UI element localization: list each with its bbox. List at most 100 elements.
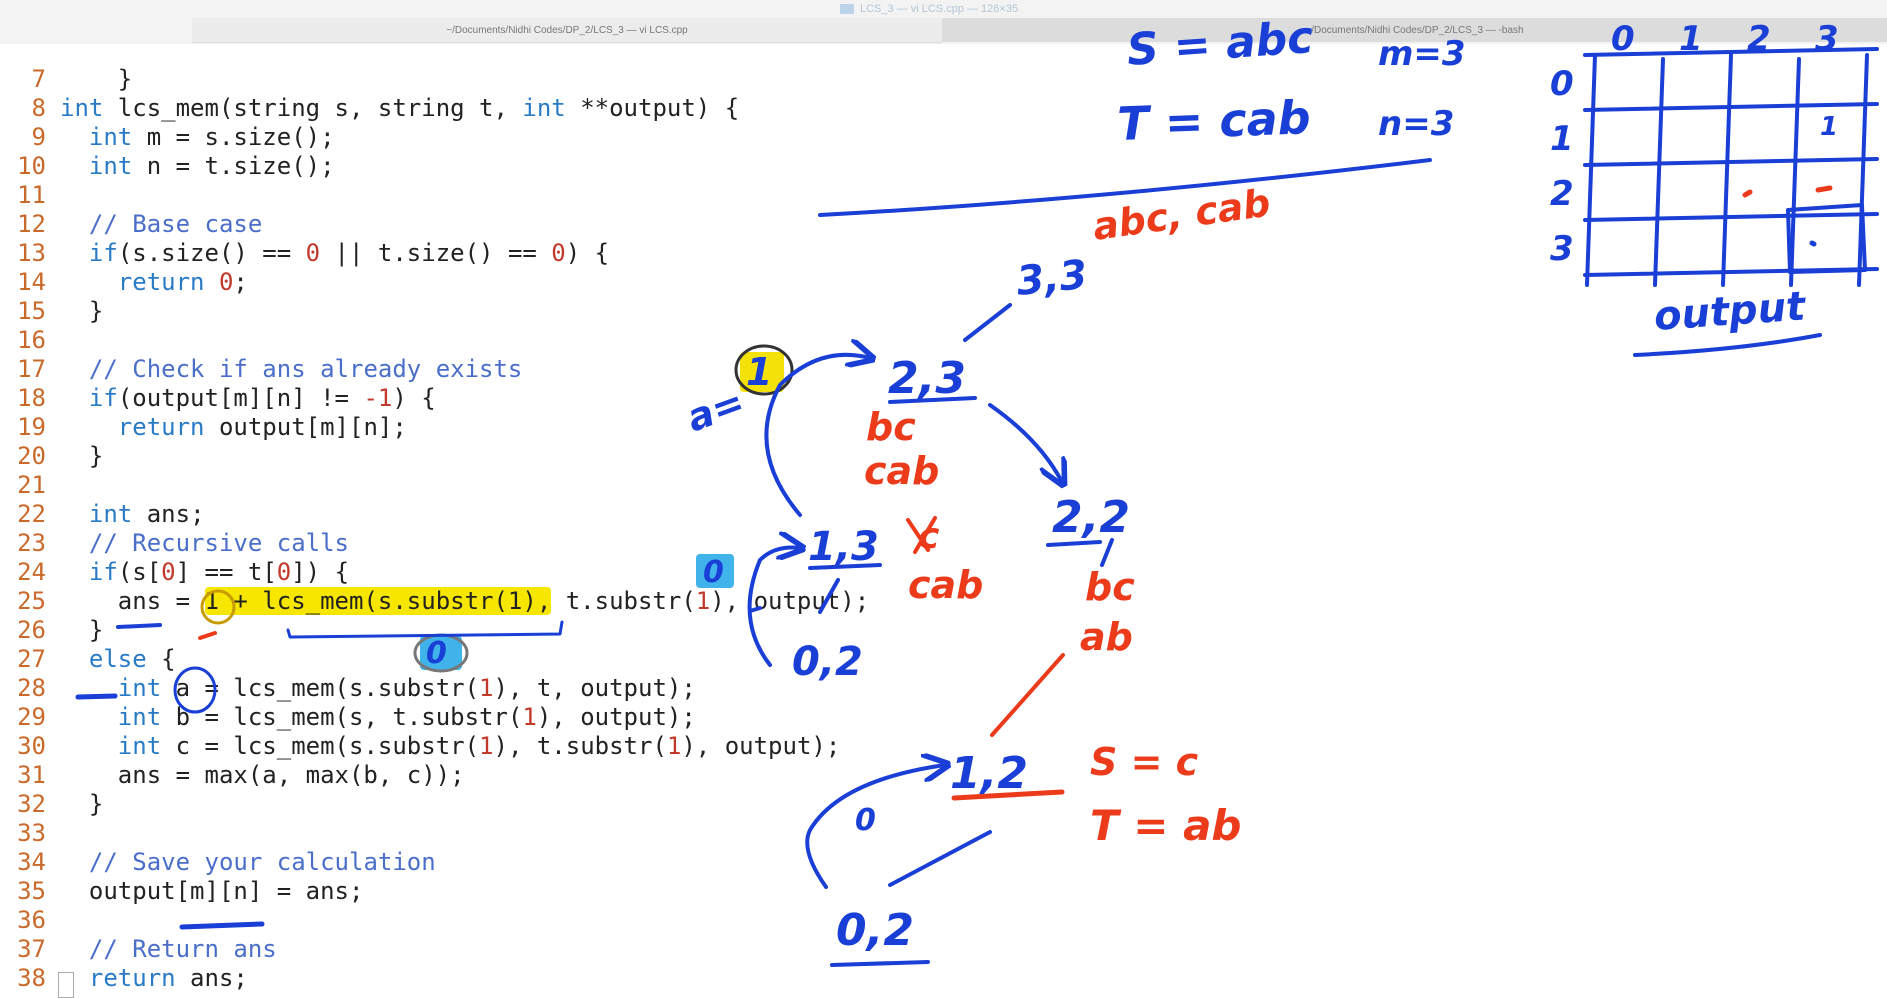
code-line: 20 } <box>0 442 103 471</box>
code-text: n = t.size(); <box>132 152 335 180</box>
node-1-2: 1,2 <box>950 748 1028 799</box>
node-2-2-tick <box>1100 538 1114 567</box>
grid-row-header: 0 <box>1550 64 1574 104</box>
grid-horizontal-line <box>1583 47 1879 57</box>
code-number: 1 <box>479 732 494 760</box>
line-number: 31 <box>17 761 46 789</box>
code-line: 12 // Base case <box>0 210 262 239</box>
tab-vi-lcs[interactable]: ~/Documents/Nidhi Codes/DP_2/LCS_3 — vi … <box>192 18 942 43</box>
code-text <box>60 674 118 702</box>
code-line: 21 <box>0 471 60 500</box>
line-number: 12 <box>17 210 46 238</box>
line-number: 32 <box>17 790 46 818</box>
code-line: 16 <box>0 326 60 355</box>
tab-bash-label: ~/Documents/Nidhi Codes/DP_2/LCS_3 — -ba… <box>1305 24 1524 36</box>
code-line: 22 int ans; <box>0 500 205 529</box>
node-2-2-s: bc <box>1085 565 1135 609</box>
edge-33-to-23 <box>963 303 1012 342</box>
code-number: 0 <box>551 239 566 267</box>
code-text: } <box>60 297 104 325</box>
line-number: 25 <box>17 587 46 615</box>
code-text: ) { <box>392 384 436 412</box>
code-text <box>60 239 89 267</box>
code-text <box>60 732 118 760</box>
line-number: 35 <box>17 877 46 905</box>
line-number: 16 <box>17 326 46 354</box>
node-2-2-underline <box>1046 540 1102 547</box>
grid-horizontal-line <box>1583 212 1879 222</box>
code-line: 19 return output[m][n]; <box>0 413 407 442</box>
code-text: } <box>60 790 104 818</box>
code-text <box>60 500 89 528</box>
line-number: 14 <box>17 268 46 296</box>
node-2-2-t: ab <box>1080 615 1133 659</box>
code-text <box>205 268 219 296</box>
code-line: 23 // Recursive calls <box>0 529 349 558</box>
code-text <box>60 268 118 296</box>
code-keyword: int <box>60 94 104 122</box>
code-keyword: int <box>88 123 133 151</box>
line-number: 9 <box>31 123 46 151</box>
code-text: ), output); <box>536 703 696 731</box>
code-text: ans = max(a, max(b, c)); <box>60 761 465 789</box>
code-text: } <box>60 442 104 470</box>
code-number: 1 <box>666 732 682 760</box>
edge-23-to-22 <box>988 403 1062 482</box>
code-text: || t.size() == <box>320 239 552 267</box>
code-text: c = lcs_mem(s.substr( <box>161 732 480 760</box>
code-keyword: if <box>88 384 118 412</box>
code-line: 29 int b = lcs_mem(s, t.substr(1), outpu… <box>0 703 696 732</box>
t-definition: T = cab <box>1116 90 1311 151</box>
grid-vertical-line <box>1653 57 1665 287</box>
code-keyword: int <box>117 674 162 702</box>
line-number: 7 <box>31 65 46 93</box>
code-line: 7 <box>0 65 60 94</box>
line-number: 20 <box>17 442 46 470</box>
grid-cell-value: 1 <box>1820 112 1838 142</box>
code-text <box>60 413 118 441</box>
grid-label-underline <box>1633 333 1822 357</box>
code-number: 0 <box>218 268 234 296</box>
code-line: 25 ans = 1 + lcs_mem(s.substr(1), t.subs… <box>0 587 869 616</box>
code-keyword: return <box>88 964 176 992</box>
line-number: 13 <box>17 239 46 267</box>
code-text: **output) { <box>565 94 740 122</box>
code-keyword: int <box>117 732 162 760</box>
line-number: 17 <box>17 355 46 383</box>
line-number: 18 <box>17 384 46 412</box>
line-number: 10 <box>17 152 46 180</box>
code-keyword: int <box>88 152 133 180</box>
code-number: -1 <box>363 384 393 412</box>
code-comment: // Check if ans already exists <box>88 355 523 383</box>
tab-bash[interactable]: ~/Documents/Nidhi Codes/DP_2/LCS_3 — -ba… <box>942 18 1887 42</box>
window-title-text: LCS_3 — vi LCS.cpp — 126×35 <box>860 3 1019 15</box>
code-keyword: int <box>117 703 162 731</box>
code-text <box>60 123 89 151</box>
node-2-2: 2,2 <box>1052 492 1130 543</box>
code-line: 18 if(output[m][n] != -1) { <box>0 384 436 413</box>
code-text <box>60 384 89 412</box>
code-text: m = s.size(); <box>132 123 335 151</box>
code-line: 15 } <box>0 297 103 326</box>
code-comment: // Base case <box>88 210 263 238</box>
line-number: 8 <box>31 94 46 122</box>
code-text: ), output); <box>710 587 870 615</box>
code-text: a = lcs_mem(s.substr( <box>161 674 480 702</box>
terminal-titlebar: LCS_3 — vi LCS.cpp — 126×35 ~/Documents/… <box>0 0 1887 44</box>
code-text: } <box>60 616 104 644</box>
code-text <box>60 848 89 876</box>
code-text <box>60 558 89 586</box>
code-text: ans; <box>132 500 205 528</box>
code-line: 13 if(s.size() == 0 || t.size() == 0) { <box>0 239 609 268</box>
code-text: output[m][n]; <box>204 413 407 441</box>
root-strings: abc, cab <box>1090 181 1273 249</box>
line-number: 11 <box>17 181 46 209</box>
grid-vertical-line <box>1789 57 1801 287</box>
line-number: 26 <box>17 616 46 644</box>
code-comment: // Save your calculation <box>88 848 436 876</box>
code-text: (s.size() == <box>117 239 306 267</box>
code-line: 31 ans = max(a, max(b, c)); <box>0 761 465 790</box>
code-text: ), t, output); <box>493 674 696 702</box>
code-line: 10 int n = t.size(); <box>0 152 335 181</box>
